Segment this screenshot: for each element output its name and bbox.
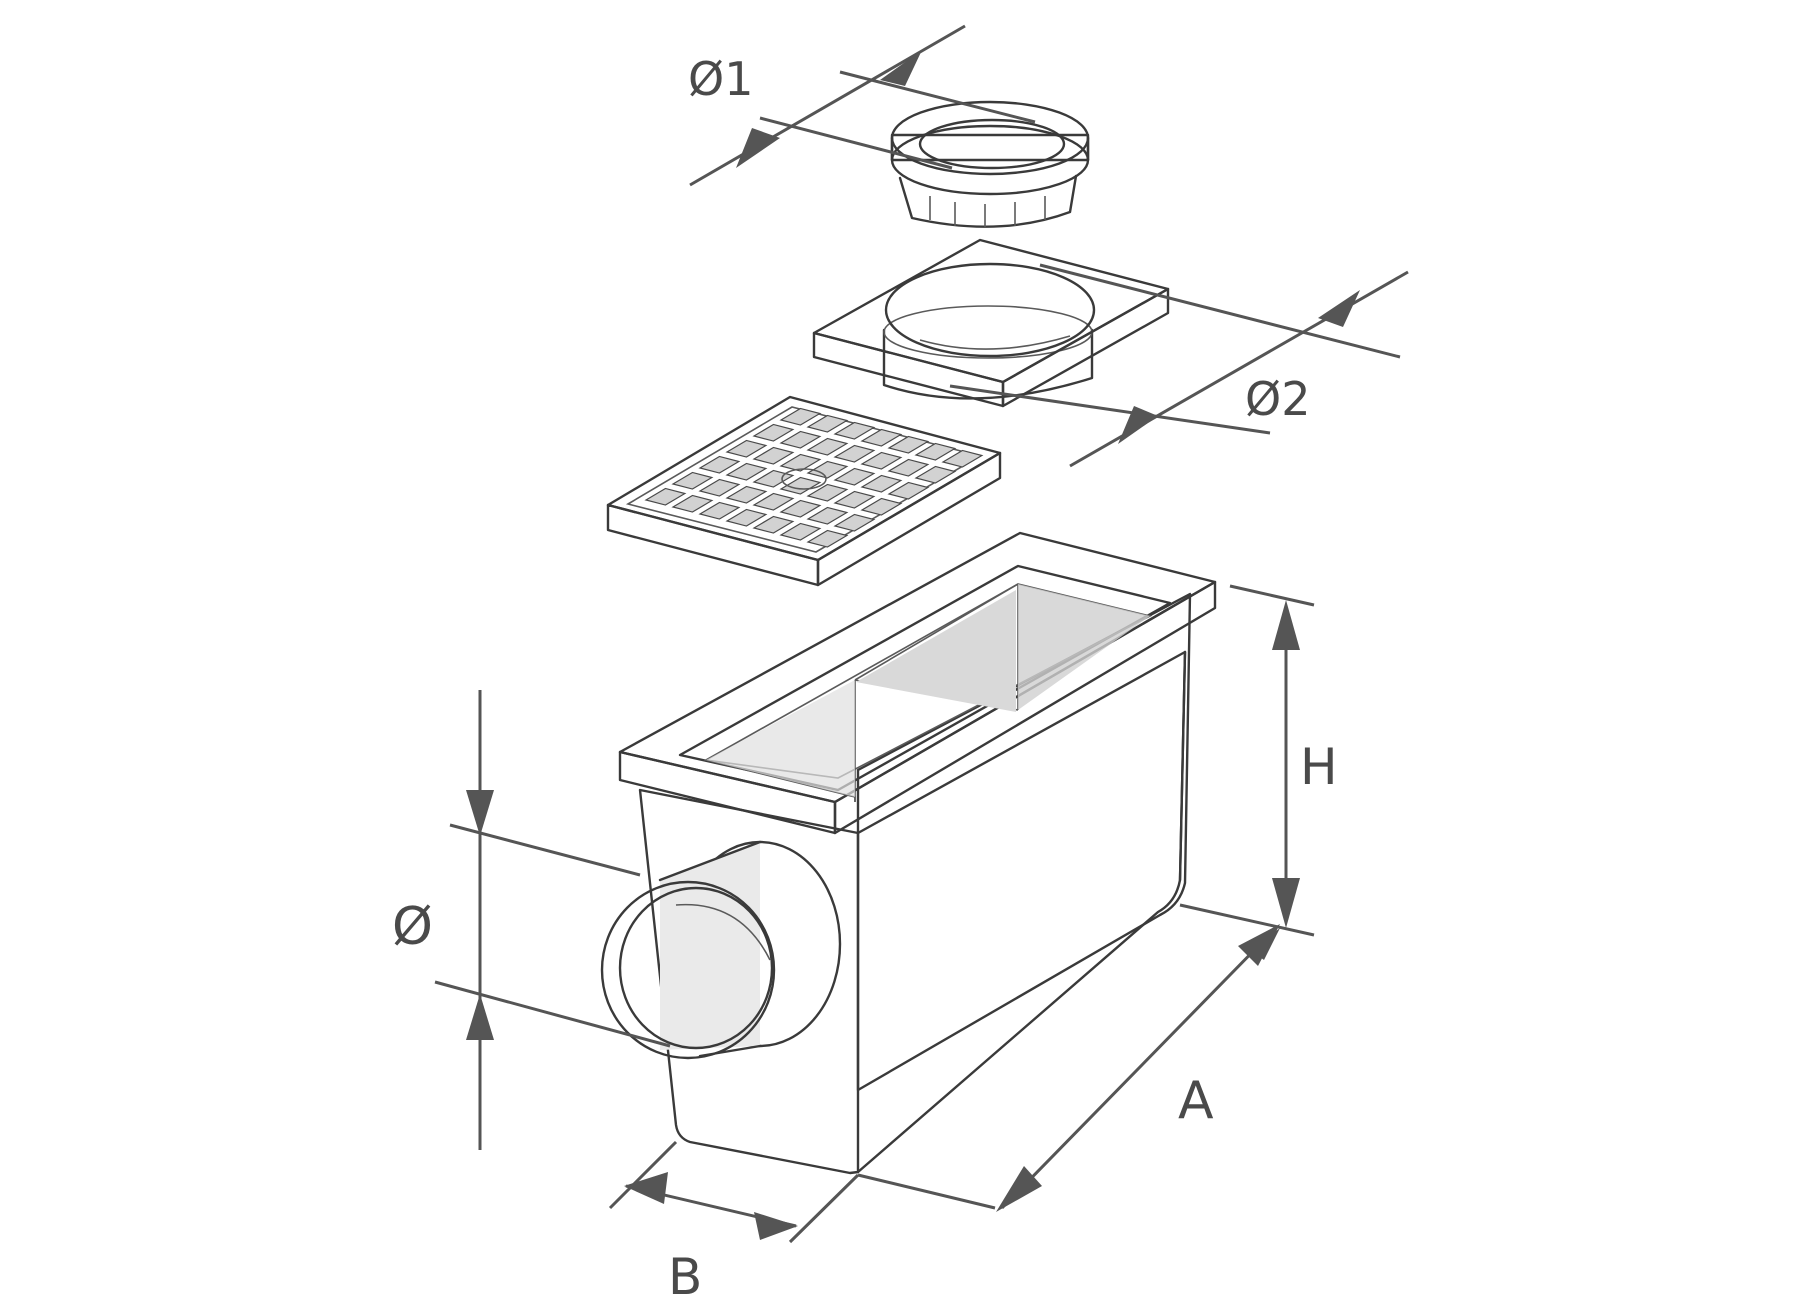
grate-opening xyxy=(860,497,903,516)
grate-opening xyxy=(779,522,822,541)
grate-opening xyxy=(833,490,876,509)
grate-opening xyxy=(860,451,903,470)
grate-opening xyxy=(806,483,849,502)
width-label: B xyxy=(668,1248,702,1300)
grate-opening xyxy=(833,444,876,463)
drain-body xyxy=(600,531,1217,1175)
grate-opening xyxy=(644,487,687,506)
grate-opening xyxy=(833,467,876,486)
grate-opening xyxy=(887,458,930,477)
grate-opening xyxy=(725,439,768,458)
grate-openings xyxy=(644,407,984,548)
grate-opening xyxy=(698,501,741,520)
square-frame xyxy=(812,238,1170,408)
grate-opening xyxy=(779,476,822,495)
dimension-length: A xyxy=(857,924,1280,1212)
grate-opening xyxy=(752,492,795,511)
grate-opening xyxy=(887,481,930,500)
grate-opening xyxy=(833,421,876,440)
grate-opening xyxy=(941,449,984,468)
height-label: H xyxy=(1300,738,1338,796)
dimension-dia1: Ø1 xyxy=(688,24,1036,187)
grate-opening xyxy=(725,508,768,527)
dimension-outlet-dia: Ø xyxy=(392,690,671,1150)
grate-opening xyxy=(725,462,768,481)
adapter-ring xyxy=(890,100,1090,228)
grate-opening xyxy=(914,442,957,461)
grate-opening xyxy=(806,460,849,479)
grate-opening xyxy=(779,430,822,449)
length-label: A xyxy=(1178,1071,1214,1131)
dia2-label: Ø2 xyxy=(1245,372,1310,426)
grate-opening xyxy=(860,474,903,493)
grate xyxy=(606,395,1002,587)
grate-opening xyxy=(914,465,957,484)
grate-opening xyxy=(833,513,876,532)
grate-opening xyxy=(860,428,903,447)
grate-opening xyxy=(887,435,930,454)
grate-opening xyxy=(806,506,849,525)
grate-opening xyxy=(752,423,795,442)
grate-opening xyxy=(779,407,822,426)
grate-opening xyxy=(698,478,741,497)
grate-opening xyxy=(806,529,849,548)
grate-opening xyxy=(806,414,849,433)
grate-opening xyxy=(806,437,849,456)
dimension-width: B xyxy=(608,1140,860,1305)
grate-opening xyxy=(752,515,795,534)
grate-opening xyxy=(671,471,714,490)
outlet-dia-label: Ø xyxy=(392,897,433,957)
dimension-height: H xyxy=(1179,584,1338,937)
grate-opening xyxy=(725,485,768,504)
grate-opening xyxy=(698,455,741,474)
grate-opening xyxy=(671,494,714,513)
dia1-label: Ø1 xyxy=(688,52,753,106)
grate-opening xyxy=(752,446,795,465)
dimension-dia2: Ø2 xyxy=(949,263,1409,468)
grate-opening xyxy=(779,499,822,518)
